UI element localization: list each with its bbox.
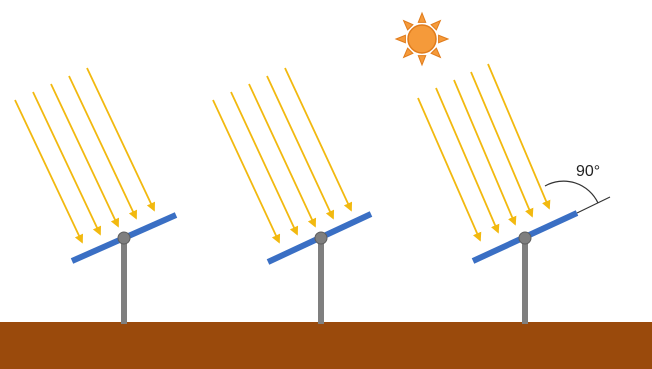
sun-ray-spike <box>431 21 440 30</box>
sunlight-arrow <box>267 76 333 218</box>
sun-ray-spike <box>404 21 413 30</box>
solar-panel-assembly-2 <box>213 68 371 324</box>
solar-panel-assembly-1 <box>15 68 176 324</box>
support-pole-3 <box>522 238 528 324</box>
sunlight-arrow <box>87 68 154 210</box>
sun-ray-spike <box>418 13 425 22</box>
sun-ray-spike <box>396 35 405 42</box>
sunlight-arrow <box>213 100 279 242</box>
sunlight-arrow <box>249 84 315 226</box>
sun-ray-spike <box>418 56 425 65</box>
sun-rays-3 <box>418 64 549 240</box>
pivot-joint-3 <box>519 232 531 244</box>
panel-extension-line <box>577 197 610 213</box>
pivot-joint-2 <box>315 232 327 244</box>
ground <box>0 322 652 369</box>
sunlight-arrow <box>285 68 351 210</box>
sunlight-arrow <box>15 100 82 242</box>
sunlight-arrow <box>51 84 118 226</box>
sun-ray-spike <box>431 48 440 57</box>
sunlight-arrow <box>69 76 136 218</box>
pivot-joint-1 <box>118 232 130 244</box>
sunlight-arrow <box>231 92 297 234</box>
support-pole-1 <box>121 238 127 324</box>
sunlight-arrow <box>33 92 100 234</box>
sun-rays-1 <box>15 68 154 242</box>
angle-label: 90° <box>576 163 600 180</box>
right-angle-arc <box>545 181 598 203</box>
sun-ray-spike <box>439 35 448 42</box>
sun-rays-2 <box>213 68 351 242</box>
sun-icon <box>396 13 448 65</box>
support-pole-2 <box>318 238 324 324</box>
sun-ray-spike <box>404 48 413 57</box>
solar-panel-assembly-3: 90° <box>418 64 610 324</box>
